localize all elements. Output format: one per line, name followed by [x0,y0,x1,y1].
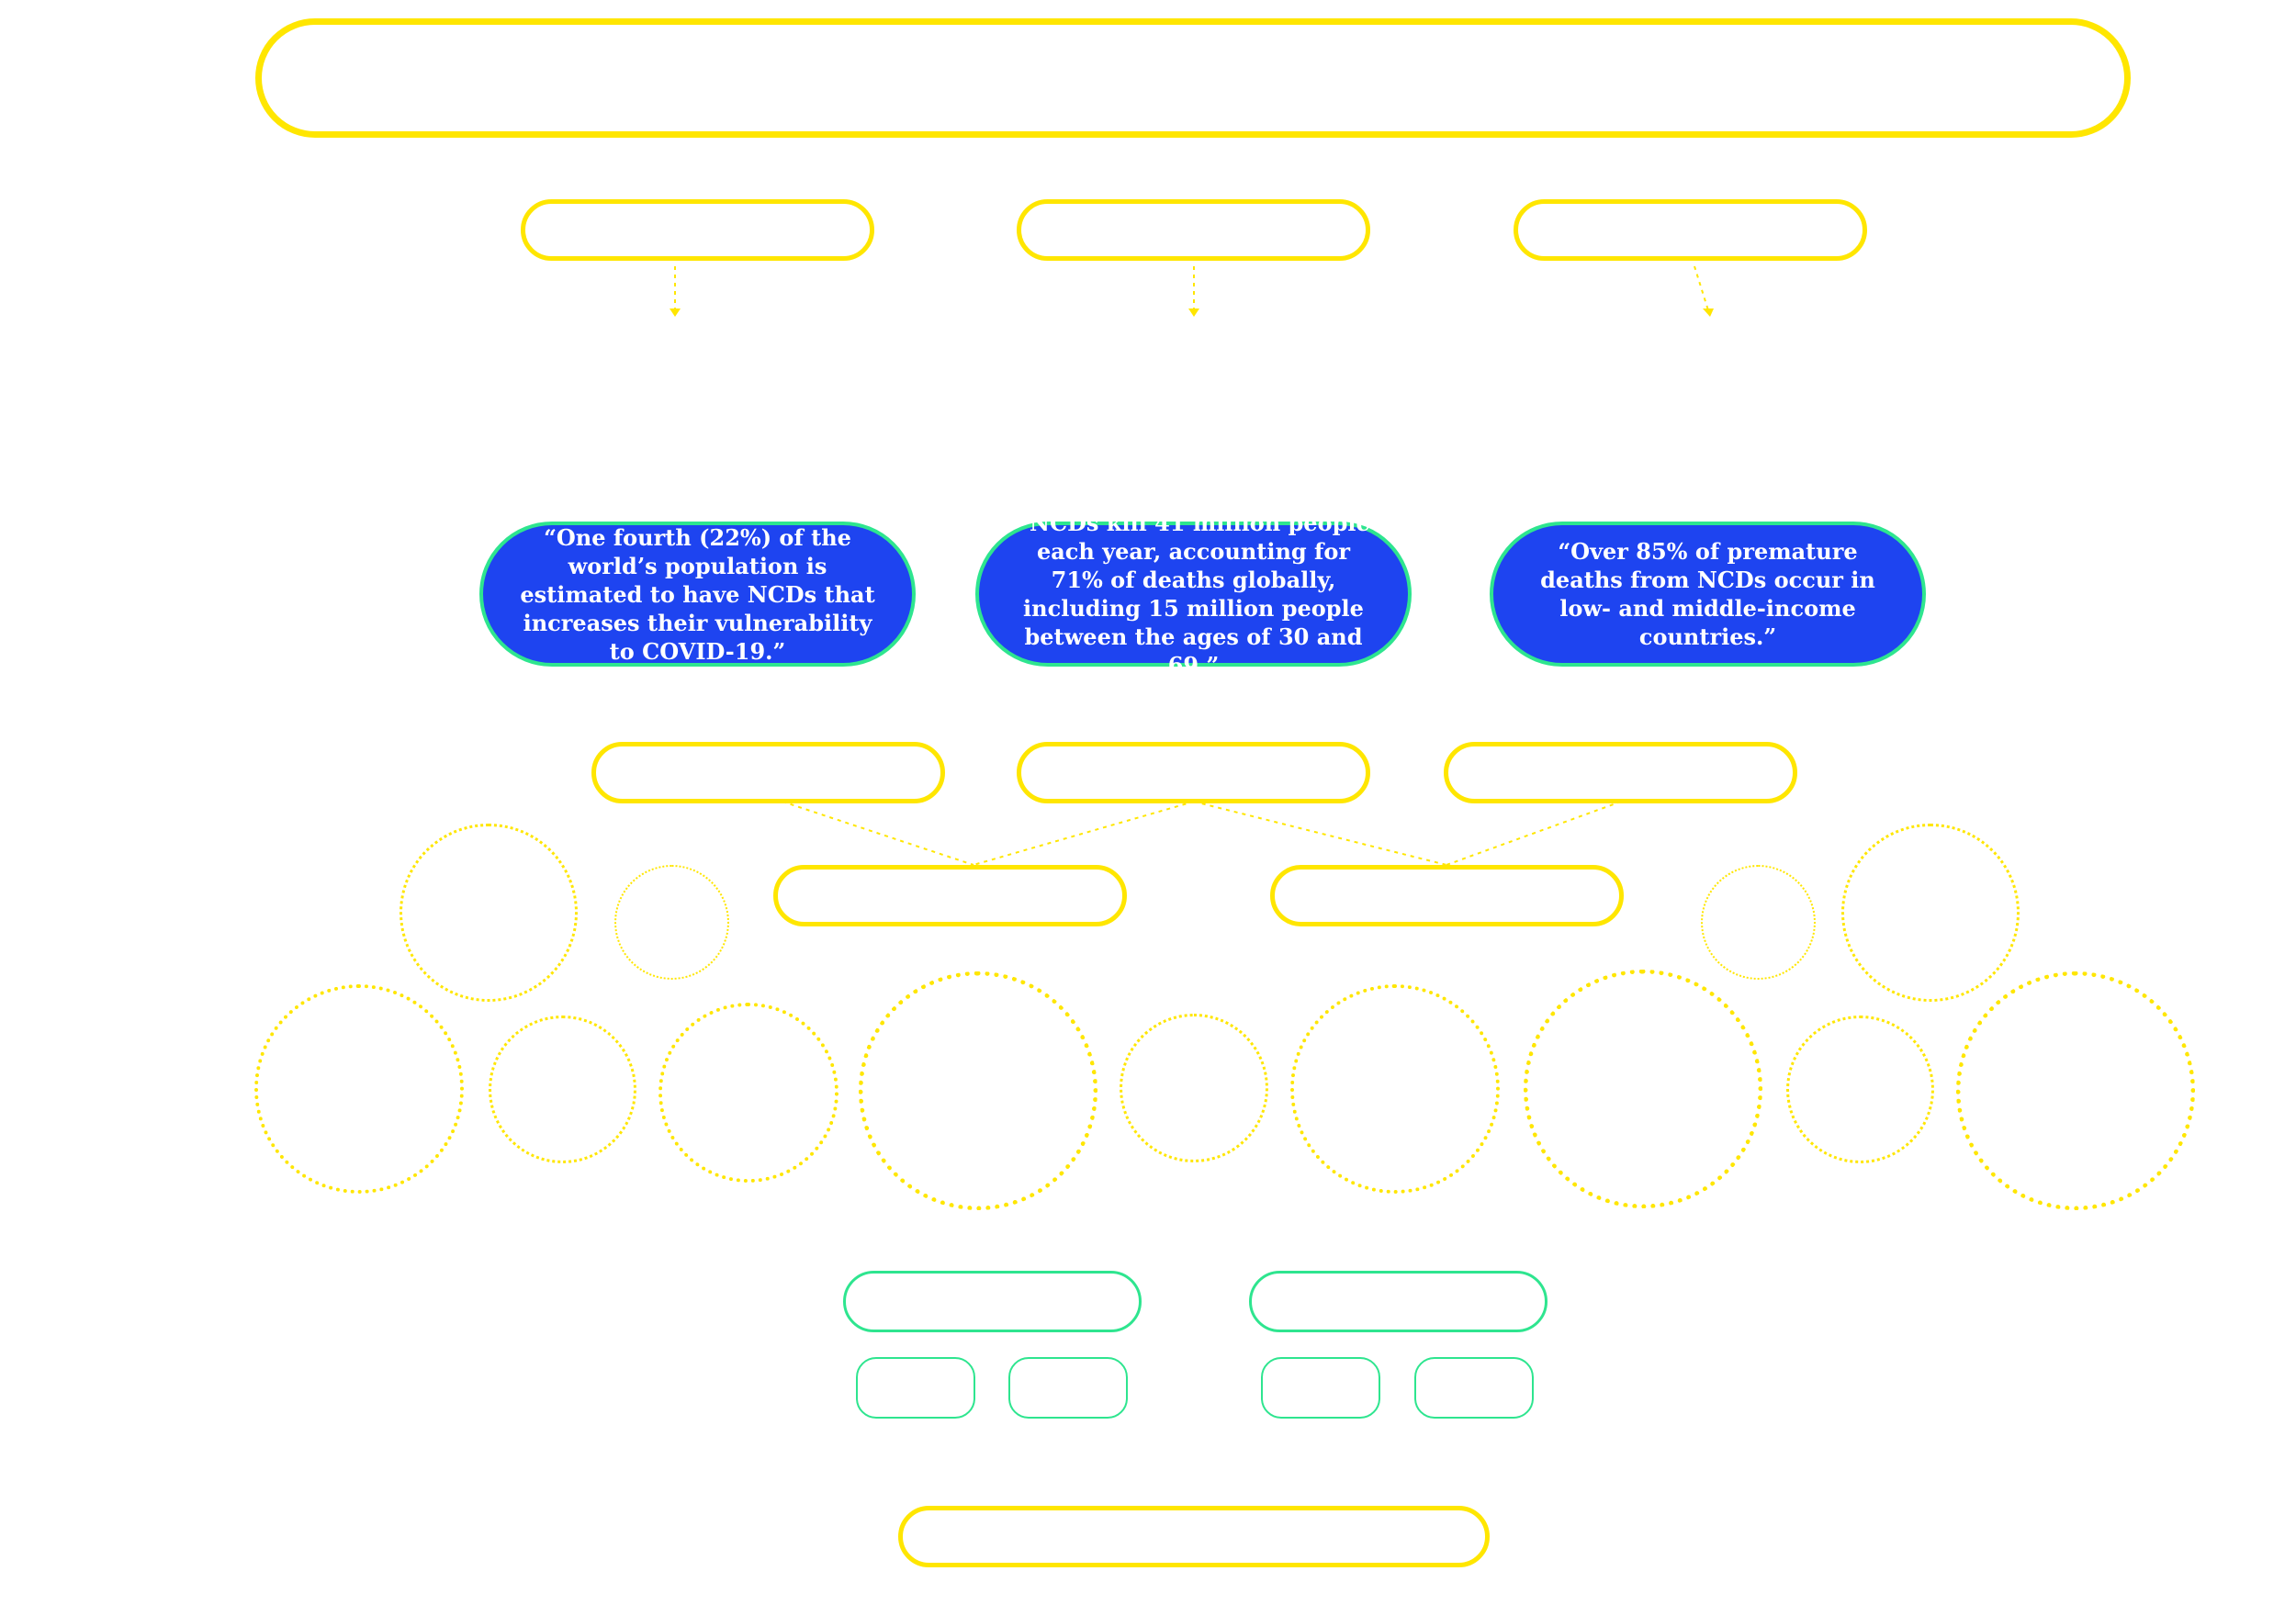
arrowhead-top-left [670,309,681,317]
dotted-circle [859,971,1097,1210]
top-pill-left [521,199,874,261]
dotted-circle [658,1003,838,1183]
green-box [1261,1357,1380,1419]
quote-card-right: “Over 85% of premature deaths from NCDs … [1490,522,1926,667]
lower-pill-right [1270,865,1624,926]
connector-mid-left-a [782,801,974,866]
connector-top-right [1694,265,1709,311]
green-box [1008,1357,1128,1419]
dotted-circle [400,824,578,1002]
connector-mid-center-b [1193,801,1447,866]
lower-pill-left [773,865,1127,926]
mid-pill-center [1017,742,1370,803]
quote-card-left: “One fourth (22%) of the world’s populat… [479,522,916,667]
dotted-circle [1701,865,1816,980]
dotted-circle [1290,984,1500,1194]
dotted-circle [254,984,464,1194]
mid-pill-right [1444,742,1797,803]
quote-text-right: “Over 85% of premature deaths from NCDs … [1540,538,1875,650]
green-pill-left [843,1271,1142,1332]
dotted-circle [614,865,729,980]
green-box [856,1357,975,1419]
dotted-circle [1120,1014,1268,1162]
title-pill [255,18,2131,138]
connector-mid-center-a [973,801,1195,866]
top-pill-center [1017,199,1370,261]
dotted-circle [1786,1016,1934,1163]
quote-text-left: “One fourth (22%) of the world’s populat… [520,523,875,665]
bottom-pill [898,1506,1490,1567]
green-box [1414,1357,1534,1419]
mid-pill-left [591,742,945,803]
dotted-circle [1524,970,1762,1208]
arrowhead-top-center [1188,309,1199,317]
connector-mid-right-a [1446,801,1622,866]
dotted-circle [489,1016,636,1163]
arrowhead-top-right [1703,309,1714,317]
quote-text-center: “NCDs kill 41 million people each year, … [1017,510,1370,679]
top-pill-right [1514,199,1867,261]
dotted-circle [1956,971,2195,1210]
dotted-circle [1841,824,2020,1002]
quote-card-center: “NCDs kill 41 million people each year, … [975,510,1412,679]
green-pill-right [1249,1271,1548,1332]
